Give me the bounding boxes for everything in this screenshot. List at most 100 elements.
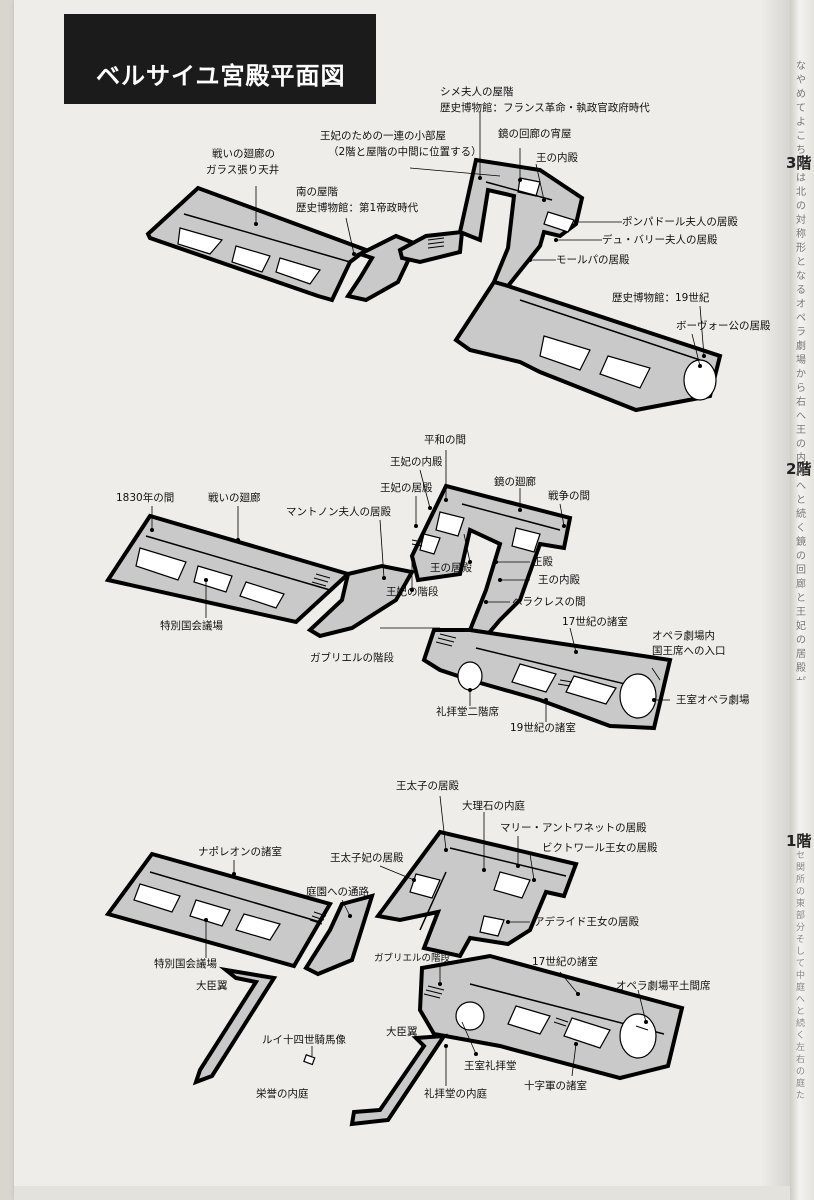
page-shadow [760,0,790,1200]
floor2-plan [104,450,673,731]
f1-ministers-wing-left [192,966,278,1086]
next-page-text-bottom: セ関所の東部分そして中庭へと続く左右の庭たちのおもかげ [796,851,806,1100]
f1-room [493,871,531,899]
label-beauvau: ボーヴォー公の居殿 [676,320,771,332]
label-queen-small-rooms: 王妃のための一連の小部屋 [320,130,446,142]
label-queen-small-rooms-note: （2階と屋階の中間に位置する） [328,146,482,158]
label-south-attic: 南の屋階 [296,186,338,198]
f3-room [231,245,271,273]
label-glass-ceiling: ガラス張り天井 [206,164,280,176]
label-queen-apartment: 王妃の居殿 [380,482,433,494]
label-pompadour: ポンパドール夫人の居殿 [622,216,738,228]
f2-room [511,527,541,553]
f2-opera-oval [619,673,657,719]
label-royal-opera: 王室オペラ劇場 [676,694,750,706]
f3-room [177,227,224,255]
label-opera-parterre: オペラ劇場平土間席 [616,980,711,992]
f3-connector [397,229,465,265]
f3-central-block [457,157,585,289]
f2-room [239,581,285,609]
label-queen-stairs: 王妃の階段 [386,586,439,598]
f1-chapel-apse [455,1001,485,1031]
f2-room [511,663,557,693]
label-adelaide: アデライド王女の居殿 [534,916,639,928]
f1-central-block [374,829,579,959]
f2-chapel-apse [457,661,483,691]
label-congress-hall-2f: 特別国会議場 [160,620,223,632]
label-louis-xiv-statue: ルイ十四世騎馬像 [262,1034,346,1046]
f3-north-wing [453,279,723,413]
label-crusades-rooms: 十字軍の諸室 [524,1080,587,1092]
floor3-plan [145,112,723,413]
label-museum-empire: 歴史博物館：第1帝政時代 [296,202,419,214]
f3-room [543,211,575,233]
label-gabriel-stairs-2f: ガブリエルの階段 [310,652,394,664]
book-page [14,0,790,1200]
f1-stairs [309,911,649,1031]
f3-room [599,355,651,389]
f1-room [563,1017,611,1049]
f1-north-wing [417,953,685,1081]
f1-ministers-wing-right [349,1033,448,1127]
label-war-salon: 戦争の間 [548,490,590,502]
label-ministers-wing-right: 大臣翼 [386,1026,418,1038]
side-floor3-label: 3階 [786,154,812,172]
f1-opera-oval [619,1013,657,1059]
label-history-museum-revolution: 歴史博物館：フランス革命・執政官政府時代 [440,102,650,114]
side-floor2-label: 2階 [786,460,812,478]
label-king-inner-2f: 王の内殿 [538,574,580,586]
page-bottom [14,1186,790,1200]
label-hall-of-mirrors: 鏡の廻廊 [494,476,536,488]
f1-room [133,883,181,913]
label-antoinette: マリー・アントワネットの居殿 [500,822,647,834]
f1-room [409,873,441,899]
label-opera-inside: オペラ劇場内 [652,630,715,642]
f1-room [235,913,281,941]
f2-stairs [311,539,573,687]
label-queen-inner: 王妃の内殿 [390,456,443,468]
label-king-inner-3f: 王の内殿 [536,152,578,164]
f1-room [507,1005,551,1035]
label-dubarry: デュ・バリー夫人の居殿 [602,234,718,246]
label-king-apartment: 王の居殿 [430,562,472,574]
f3-oval [683,359,717,401]
f2-south-extension [306,563,416,639]
f2-room [419,533,441,555]
next-page-text: なやめてよこちりは北の対称形となるオペラ劇場から右へ王の内殿へと続く鏡の回廊と王… [796,61,806,680]
f1-louis-statue [303,1054,316,1066]
f1-room [479,915,505,937]
label-victoire: ビクトワール王女の居殿 [542,842,658,854]
label-chapel-court: 礼拝堂の内庭 [424,1088,487,1100]
label-ministers-wing-left: 大臣翼 [196,980,228,992]
label-dauphin-apartment: 王太子の居殿 [396,780,459,792]
side-floor1-label: 1階 [786,832,812,850]
label-1830-room: 1830年の間 [116,492,175,504]
label-garden-passage: 庭園への通路 [306,886,369,898]
label-dauphine-apartment: 王太子妃の居殿 [330,852,404,864]
label-battles-gallery: 戦いの廻廊の [212,148,275,160]
label-congress-hall-1f: 特別国会議場 [154,958,217,970]
label-napoleon-rooms: ナポレオンの諸室 [198,846,282,858]
label-state-room: 正殿 [532,556,553,568]
f2-room [435,511,465,537]
f2-room [193,565,233,593]
label-19c-rooms: 19世紀の諸室 [510,722,576,734]
label-chapel-gallery: 礼拝堂二階席 [436,706,499,718]
label-museum-19c: 歴史博物館：19世紀 [612,292,710,304]
f1-south-extension [303,893,375,977]
f2-room [565,675,617,705]
label-17c-rooms-2f: 17世紀の諸室 [562,616,628,628]
f3-room [539,335,591,371]
f3-room [275,257,321,285]
page-title: ベルサイユ宮殿平面図 [96,62,346,90]
f1-room [189,899,231,927]
f2-room [135,547,187,581]
label-gabriel-stairs-1f: ガブリエルの階段 [374,953,451,964]
label-peace-salon: 平和の間 [424,434,466,446]
next-page-edge [790,0,814,1200]
f3-stairs [427,237,445,249]
label-maintenon: マントノン夫人の居殿 [286,506,391,518]
label-royal-court: 栄誉の内庭 [256,1088,309,1100]
label-royal-chapel: 王室礼拝堂 [464,1060,517,1072]
floor1-plan [104,795,685,1127]
